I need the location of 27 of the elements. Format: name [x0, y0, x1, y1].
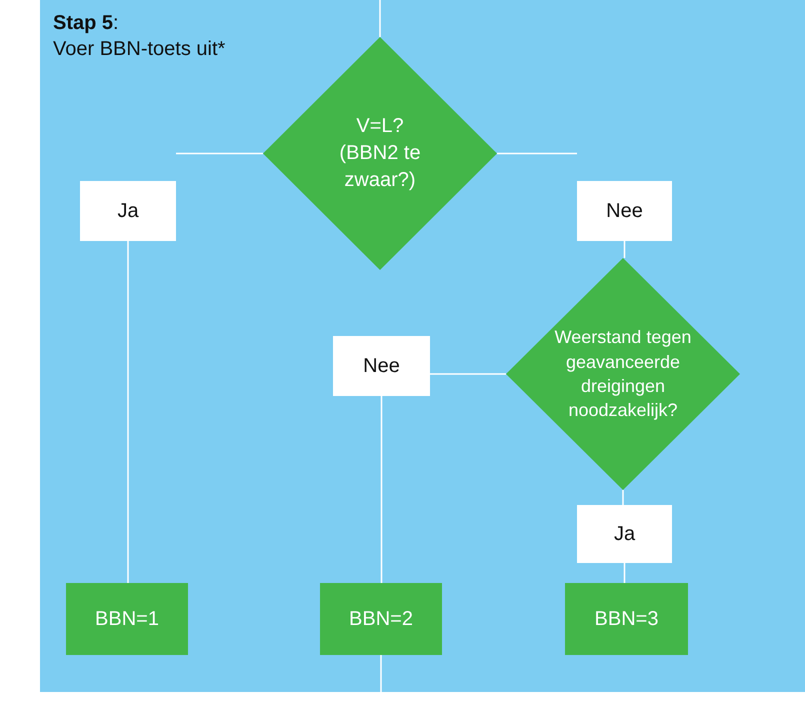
- result-box: [320, 583, 442, 655]
- answer-box: [577, 181, 672, 241]
- connector-line: [380, 396, 382, 583]
- connector-line: [176, 152, 263, 154]
- box-label: Nee: [362, 354, 401, 378]
- step-subtitle: Voer BBN-toets uit*: [53, 38, 226, 61]
- step-title: Stap 5:: [53, 12, 119, 35]
- box-label: BBN=3: [594, 606, 660, 632]
- connector-line: [379, 0, 381, 37]
- box-label: BBN=2: [348, 606, 414, 632]
- connector-line: [127, 241, 129, 583]
- question-text: V=L? (BBN2 te zwaar?): [338, 114, 422, 193]
- connector-line: [430, 373, 506, 375]
- answer-box: [577, 505, 672, 563]
- question-text: Weerstand tegen geavanceerde dreigingen noodzakelijk?: [554, 326, 692, 422]
- box-label: BBN=1: [94, 606, 160, 632]
- box-label: Ja: [116, 198, 140, 224]
- result-box: [565, 583, 688, 655]
- result-box: [66, 583, 188, 655]
- connector-line: [624, 563, 626, 583]
- connector-line: [624, 241, 626, 258]
- box-label: Nee: [605, 198, 644, 224]
- answer-box: [333, 336, 430, 396]
- answer-box: [80, 181, 176, 241]
- connector-line: [497, 152, 577, 154]
- connector-line: [622, 490, 624, 505]
- box-label: Ja: [612, 522, 636, 546]
